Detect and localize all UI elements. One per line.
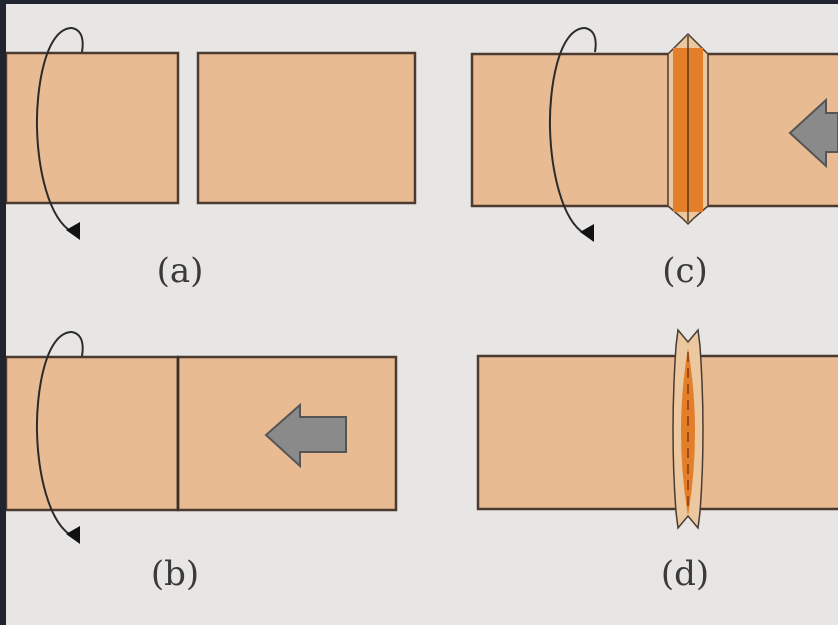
rotating-rod-b	[4, 355, 180, 512]
rotation-arrow-icon	[548, 27, 597, 242]
rotating-rod-a	[4, 51, 180, 205]
caption-a: (a)	[157, 251, 204, 291]
frame-left-border	[0, 0, 6, 625]
push-arrow-left-icon	[788, 97, 838, 169]
caption-c: (c)	[662, 251, 708, 291]
panel-a: (a)	[4, 27, 417, 291]
panel-b: (b)	[4, 331, 398, 594]
panel-c: (c)	[470, 27, 838, 291]
caption-d: (d)	[661, 554, 709, 594]
frame-top-border	[0, 0, 838, 4]
rotation-arrow-icon	[35, 331, 84, 544]
stationary-rod-a	[196, 51, 417, 205]
welded-rod-left-d	[476, 354, 690, 511]
caption-b: (b)	[151, 554, 199, 594]
panel-d: (d)	[476, 328, 838, 594]
welded-rod-right-d	[686, 354, 838, 511]
push-arrow-left-icon	[264, 402, 347, 469]
rotating-rod-c	[470, 52, 690, 208]
rotation-arrow-icon	[35, 27, 84, 240]
